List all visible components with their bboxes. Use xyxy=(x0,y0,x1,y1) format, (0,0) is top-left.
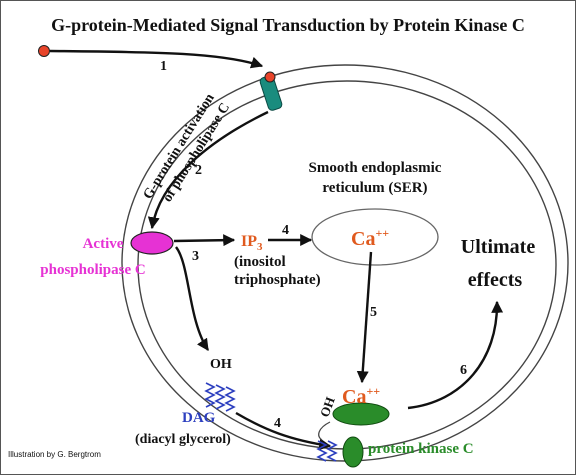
dag-near-pkc xyxy=(316,440,338,462)
protein-kinase-c-body xyxy=(332,402,390,426)
ultimate-effects-line1: Ultimate xyxy=(461,236,536,258)
arrow-step-4-dag xyxy=(235,411,332,451)
arrow-phospholipase-to-dag xyxy=(175,246,209,351)
step-2-label: 2 xyxy=(195,163,202,178)
ca-ser-main: Ca xyxy=(351,228,375,250)
g-protein-activation-label: G-protein activation of phospholipase C xyxy=(141,91,233,205)
ca-pkc-main: Ca xyxy=(342,386,366,408)
step-5-label: 5 xyxy=(370,305,377,320)
step-3-label: 3 xyxy=(192,249,199,264)
step-4-ip3-label: 4 xyxy=(282,223,289,238)
active-phospholipase-line2: phospholipase C xyxy=(40,262,145,278)
oh-upper-label: OH xyxy=(210,357,232,372)
ca-ser-superscript: ++ xyxy=(375,226,389,240)
ip3-label: IP3 xyxy=(241,233,263,253)
oh-lower-group: OH xyxy=(317,395,338,419)
protein-kinase-c-label: protein kinase C xyxy=(368,441,474,457)
ser-label-line1: Smooth endoplasmic xyxy=(309,160,442,176)
arrow-step-1 xyxy=(49,49,264,69)
oh-lower-label: OH xyxy=(317,395,338,419)
step-6-label: 6 xyxy=(460,363,467,378)
illustration-credit: Illustration by G. Bergtrom xyxy=(8,450,101,459)
ultimate-effects-line2: effects xyxy=(468,269,523,291)
protein-kinase-c-anchor xyxy=(342,436,364,468)
ca-pkc-superscript: ++ xyxy=(366,384,380,398)
step-1-label: 1 xyxy=(160,59,167,74)
ca-at-pkc: Ca++ xyxy=(342,384,380,408)
step-4-dag-label: 4 xyxy=(274,416,281,431)
signal-molecule xyxy=(38,45,50,57)
arrow-step-6 xyxy=(407,300,504,410)
inositol-line1: (inositol xyxy=(234,254,286,270)
diagram-title: G-protein-Mediated Signal Transduction b… xyxy=(51,15,525,35)
phospholipase-c-enzyme xyxy=(130,231,174,255)
ip3-main: IP xyxy=(241,233,257,250)
diacyl-glycerol-label: (diacyl glycerol) xyxy=(135,432,231,447)
ip3-subscript: 3 xyxy=(257,241,263,253)
dag-molecule-in-membrane xyxy=(204,382,236,412)
signal-molecule-bound xyxy=(264,71,276,83)
arrow-step-3 xyxy=(173,234,236,247)
arrow-step-5 xyxy=(356,251,373,384)
dag-attachment-curve xyxy=(318,421,331,441)
arrow-step-2 xyxy=(147,110,269,230)
active-phospholipase-line1: Active xyxy=(83,236,124,252)
inositol-line2: triphosphate) xyxy=(234,272,321,288)
ser-label-line2: reticulum (SER) xyxy=(322,180,427,196)
dag-label: DAG xyxy=(182,410,216,426)
ca-in-ser: Ca++ xyxy=(351,226,389,250)
